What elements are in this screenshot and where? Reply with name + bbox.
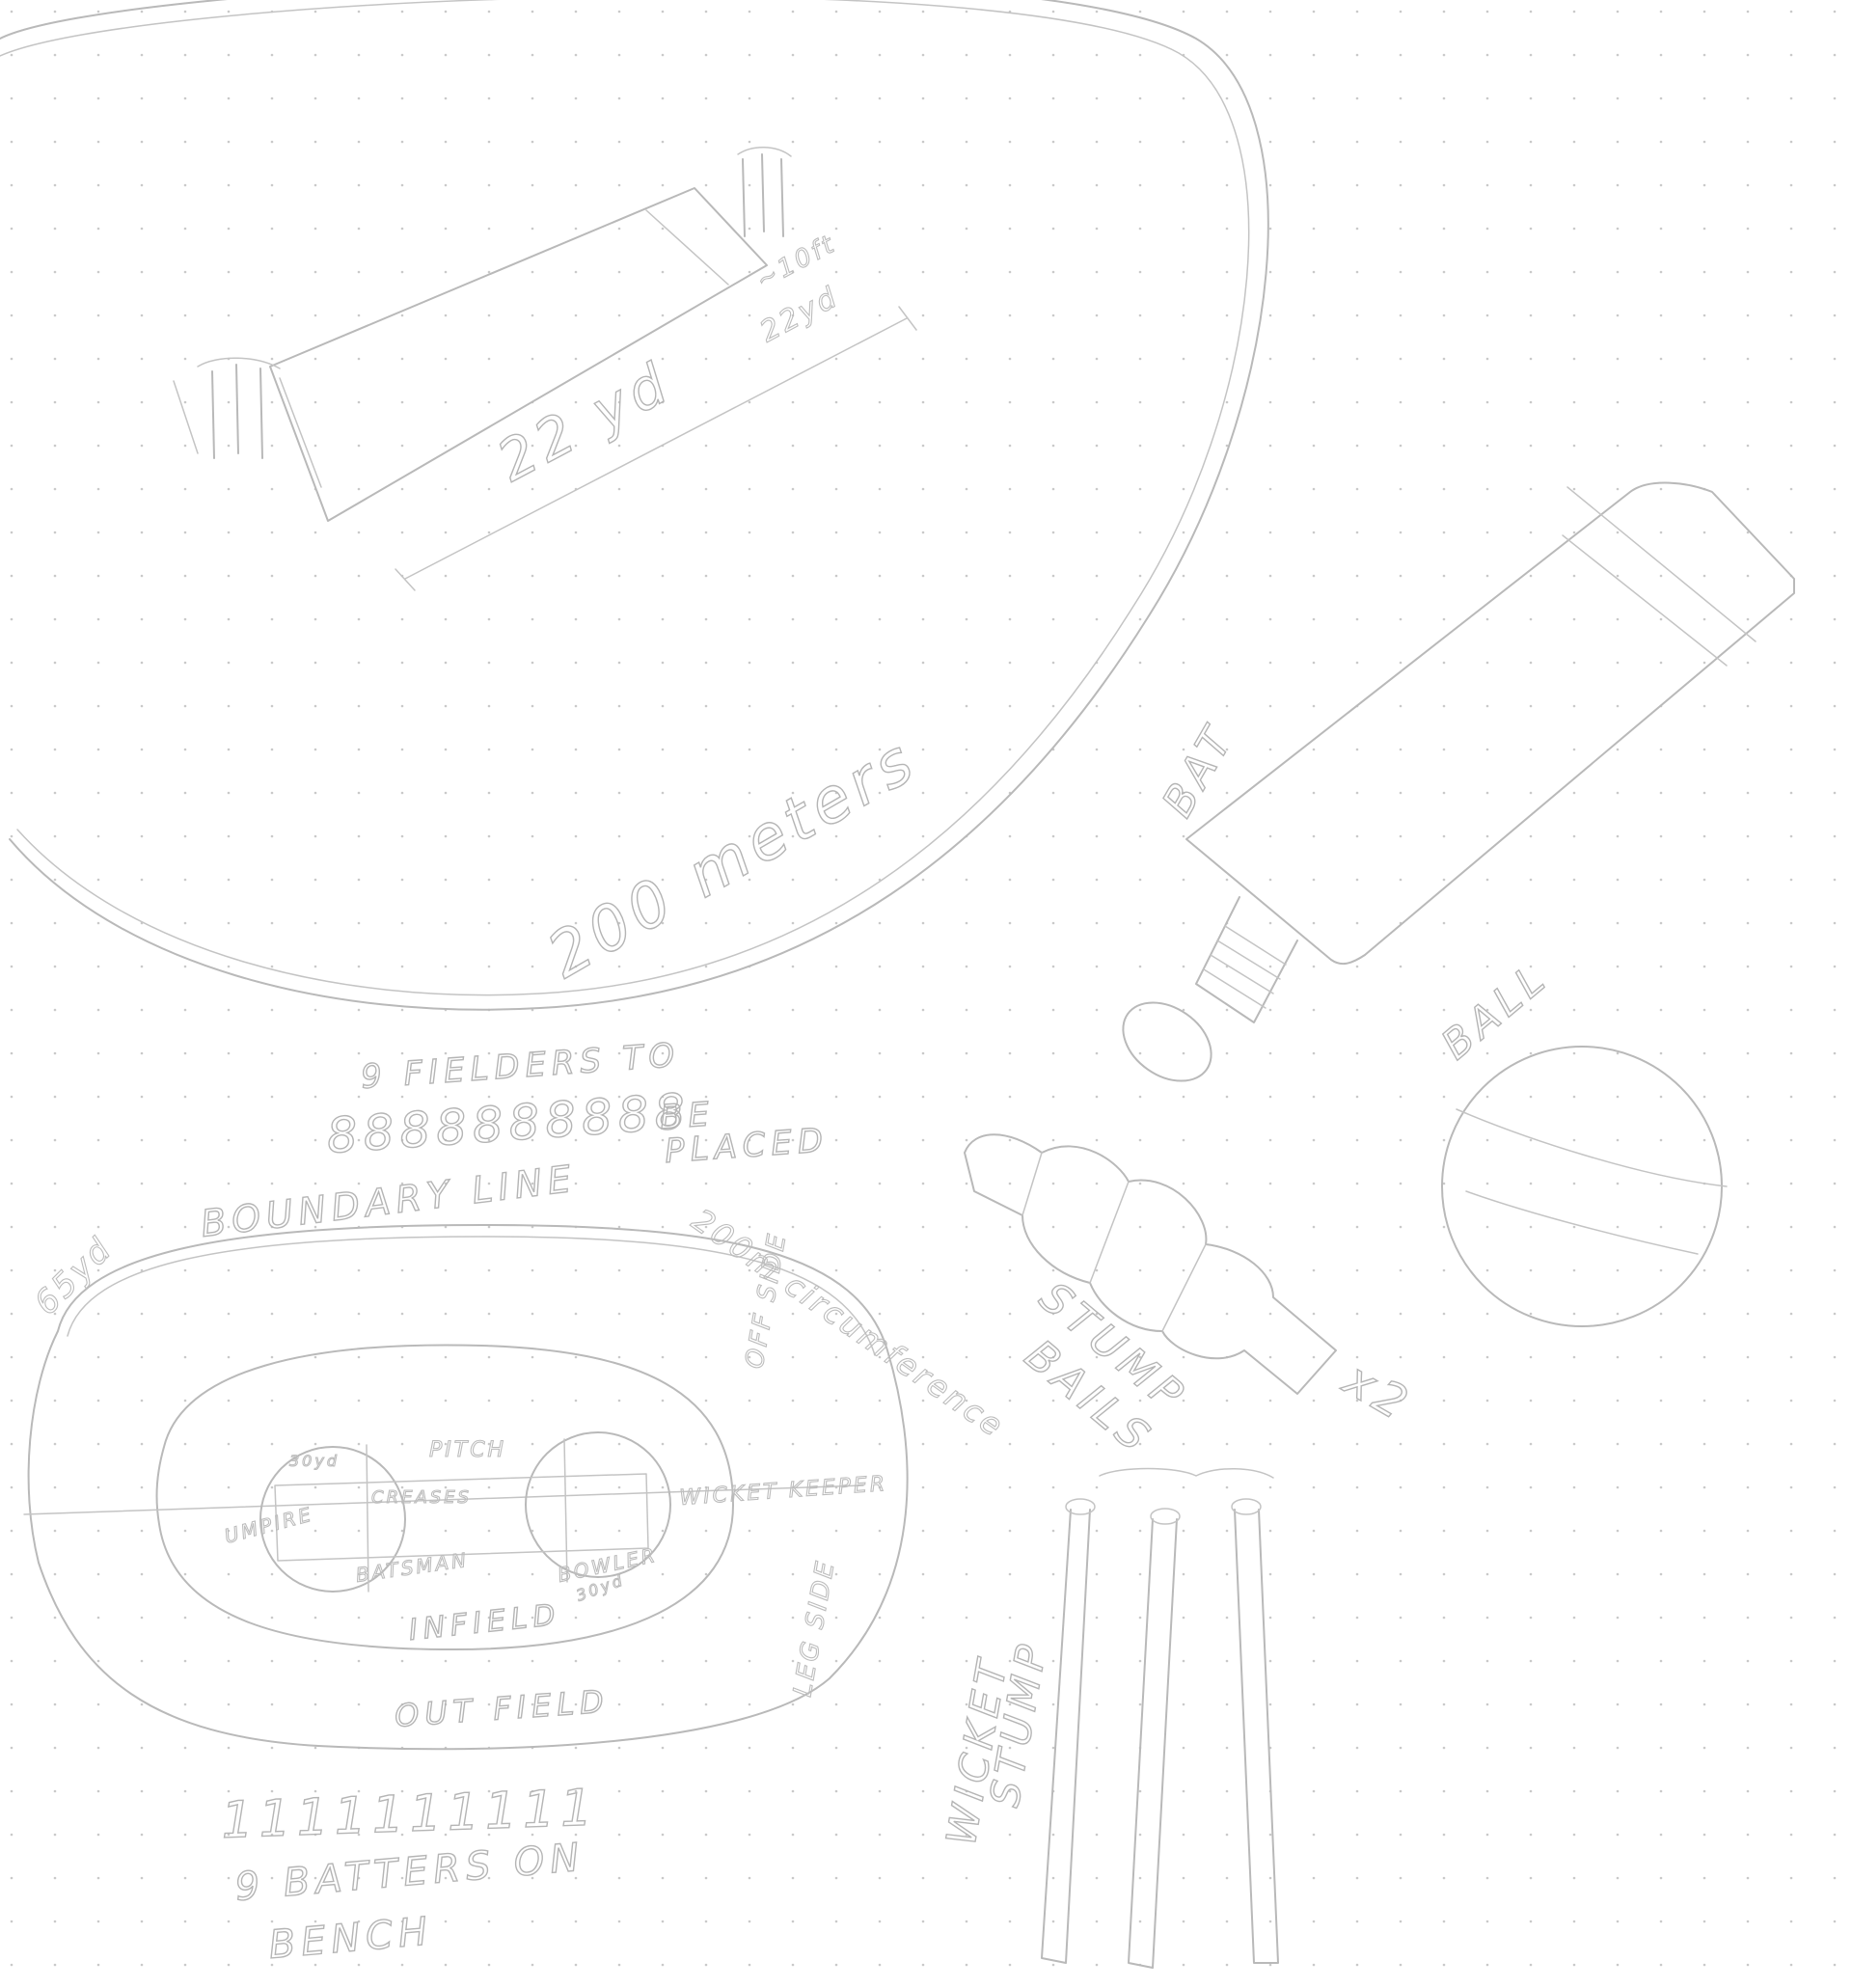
plan-circle-right [525, 1431, 671, 1578]
plan-batsman-label: BATSMAN [354, 1548, 470, 1587]
plan-pitch-label: PITCH [429, 1438, 506, 1462]
plan-infield-oval [155, 1344, 734, 1650]
stump-bails-top [1099, 1467, 1274, 1479]
batters-markers: 1111111111 [220, 1779, 599, 1850]
plan-infield-label: INFIELD [407, 1598, 562, 1648]
batters-label-line2: BENCH [267, 1909, 435, 1968]
far-stumps [737, 147, 792, 237]
bat-handle-grip [1122, 1001, 1212, 1082]
bat-handle [1195, 896, 1298, 1023]
plan-pitch [274, 1473, 649, 1562]
boundary-oval [0, 0, 1269, 1011]
bails-drawing: STUMP BAILS x2 [964, 1133, 1422, 1465]
bat-blade [1185, 481, 1795, 966]
plan-circle-left-label: 30yd [289, 1452, 340, 1470]
stump-right [1234, 1509, 1279, 1964]
wicket-drawing: WICKET STUMP [937, 1467, 1279, 1969]
ground-plan-drawing: 65yd BOUNDARY LINE 200m circumference OF… [23, 1157, 1012, 1751]
fielders-label-line2: BE [659, 1095, 716, 1137]
plan-outfield-label: OUT FIELD [394, 1683, 611, 1734]
plan-leg-side-label: LEG SIDE [788, 1557, 841, 1699]
pitch-length-dimension [395, 306, 917, 591]
ball-outline [1441, 1046, 1723, 1327]
stump-left [1041, 1509, 1091, 1964]
plan-circumference-label: 200m circumference [685, 1201, 1011, 1445]
bat-label: BAT [1153, 716, 1244, 826]
plan-wicket-keeper-label: WICKET KEEPER [679, 1472, 888, 1511]
plan-circle-left [259, 1446, 406, 1593]
bails-count: x2 [1333, 1351, 1421, 1433]
batters-note: 1111111111 9 BATTERS ON BENCH [220, 1779, 600, 1969]
bat-drawing: BAT [1122, 481, 1795, 1082]
ball-seam [1456, 1108, 1728, 1187]
near-stumps [173, 357, 281, 459]
pitch-strip [269, 187, 768, 522]
plan-center-line [23, 1484, 864, 1515]
ball-label: BALL [1432, 953, 1558, 1069]
plan-umpire-label: UMPIRE [222, 1502, 315, 1548]
boundary-oval-inner [0, 0, 1250, 996]
fielders-note: 9 FIELDERS TO 8888888888 BE PLACED [324, 1035, 831, 1171]
boundary-length-label: 200 meters [536, 724, 930, 993]
plan-boundary-label: BOUNDARY LINE [199, 1157, 579, 1244]
field-perspective-drawing: ~10ft 22yd 22 yd 200 meters [0, 0, 1269, 1011]
ball-drawing: BALL [1431, 952, 1728, 1327]
stump-middle [1128, 1518, 1178, 1969]
bail-body [964, 1133, 1337, 1395]
plan-creases-label: CREASES [371, 1487, 472, 1508]
plan-boundary-oval [27, 1224, 909, 1751]
dot-grid [10, 10, 1837, 1967]
